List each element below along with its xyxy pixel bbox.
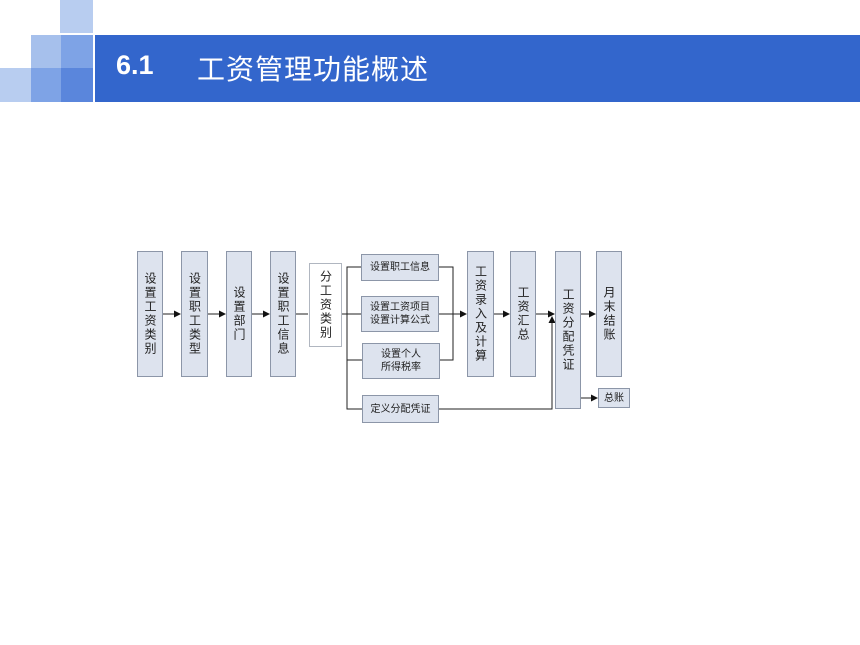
section-number: 6.1 [116,50,154,80]
branch-set-income-tax-rate: 设置个人 所得税率 [362,343,440,379]
decor-square [61,68,93,102]
general-ledger-box: 总账 [598,388,630,408]
decor-square [60,0,93,33]
step-set-department: 设置部门 [226,251,252,377]
step-set-salary-category: 设置工资类别 [137,251,163,377]
decor-square [61,35,93,68]
decor-square [31,35,61,68]
decor-square [31,68,61,102]
step-month-end-closing: 月末结账 [596,251,622,377]
step-split-salary-category: 分工资类别 [309,263,342,347]
step-salary-allocation-voucher: 工资分配凭证 [555,251,581,409]
branch-set-salary-items-formula: 设置工资项目 设置计算公式 [361,296,439,332]
step-set-employee-type: 设置职工类型 [181,251,208,377]
header-bar [95,35,860,102]
step-salary-summary: 工资汇总 [510,251,536,377]
page-title: 工资管理功能概述 [197,53,430,86]
branch-set-employee-info: 设置职工信息 [361,254,439,281]
decor-square [0,68,31,102]
step-set-employee-info: 设置职工信息 [270,251,296,377]
step-salary-entry-calc: 工资录入及计算 [467,251,494,377]
branch-define-allocation-voucher: 定义分配凭证 [362,395,439,423]
